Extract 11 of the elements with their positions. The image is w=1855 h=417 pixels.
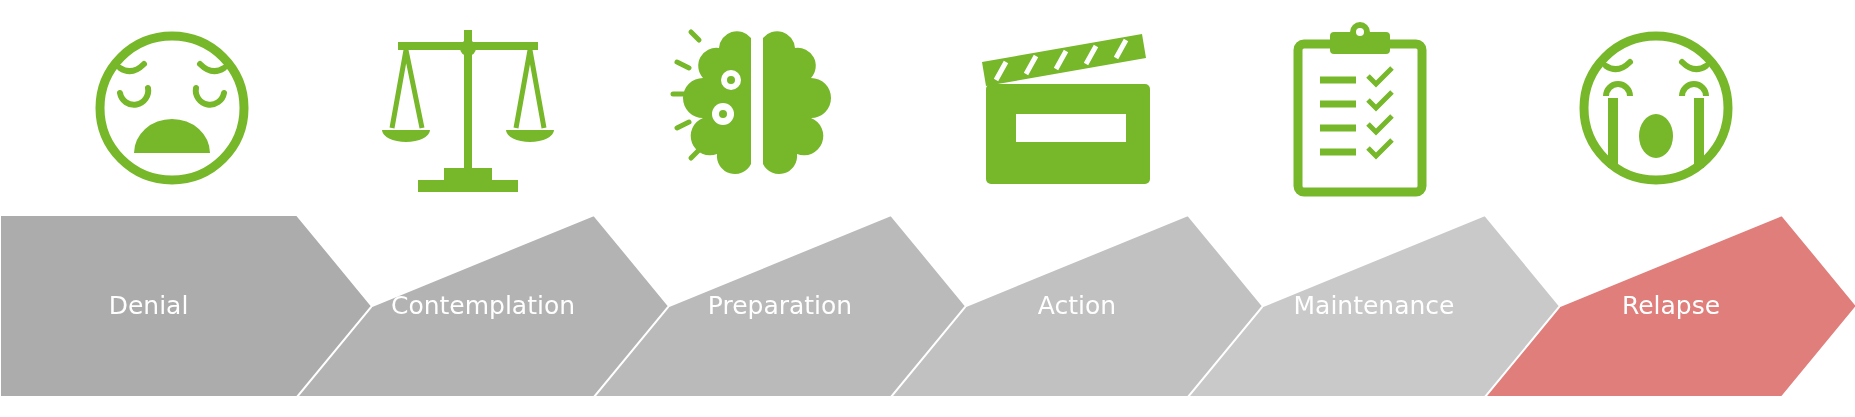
chevron-step [891, 215, 1263, 397]
step-label: Contemplation [389, 290, 577, 322]
step-label: Relapse [1620, 290, 1722, 322]
chevron-step [1485, 215, 1855, 397]
step-label: Denial [107, 290, 190, 322]
chevron-step [0, 215, 372, 397]
step-label: Action [1036, 290, 1118, 322]
chevron-step [1188, 215, 1560, 397]
step-label: Preparation [706, 290, 854, 322]
chevron-step [594, 215, 966, 397]
chevron-step [297, 215, 669, 397]
